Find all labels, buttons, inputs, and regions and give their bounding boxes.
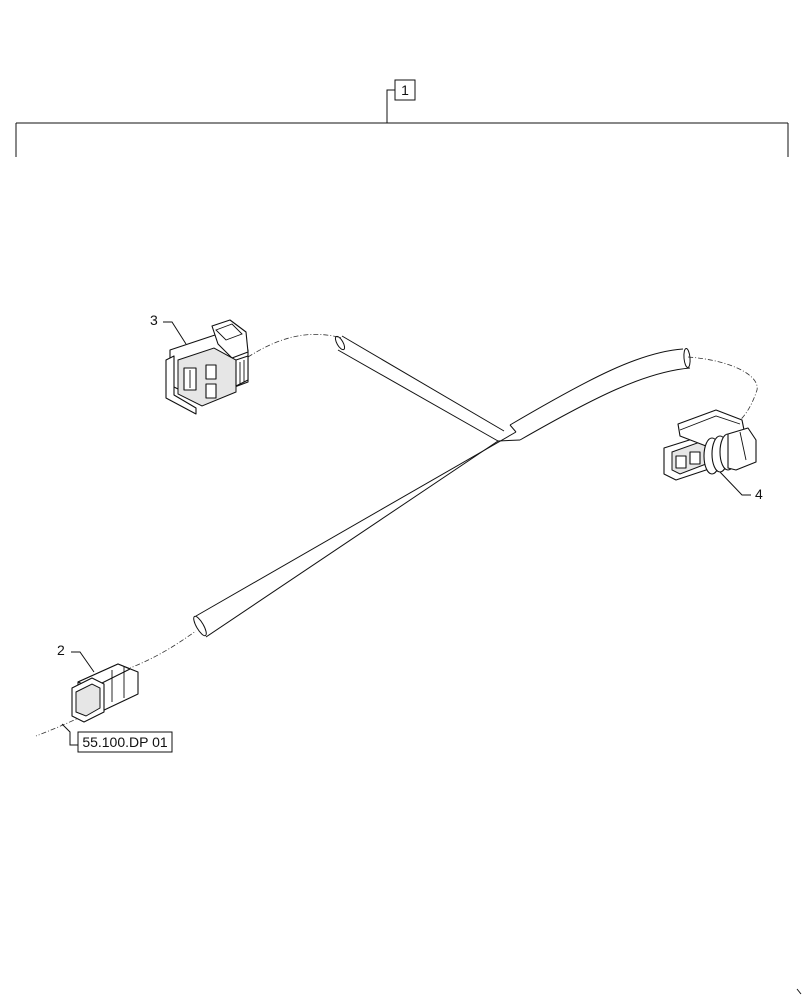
callout-2-number: 2: [57, 642, 65, 658]
connector-4[interactable]: [663, 409, 757, 481]
callout-4[interactable]: 4: [719, 471, 763, 502]
callout-3-number: 3: [150, 312, 158, 328]
callout-2-leader: [71, 651, 95, 673]
corner-mark: [796, 988, 802, 995]
callout-4-leader: [719, 471, 751, 496]
connector-3[interactable]: [165, 319, 249, 415]
callout-4-number: 4: [755, 486, 763, 502]
plug-2[interactable]: [71, 663, 139, 723]
callout-3-leader: [163, 321, 187, 345]
reference-label: 55.100.DP 01: [82, 734, 168, 750]
callout-3[interactable]: 3: [150, 312, 187, 345]
assembly-callout[interactable]: 1: [386, 79, 416, 123]
wire-harness[interactable]: [191, 335, 691, 638]
wire-routing-lines: [35, 333, 758, 737]
assembly-callout-number: 1: [401, 82, 409, 98]
reference-box: [77, 731, 173, 753]
reference-leader: [61, 723, 78, 746]
reference-callout[interactable]: 55.100.DP 01: [61, 723, 173, 753]
callout-2[interactable]: 2: [57, 642, 95, 673]
assembly-leader-line: [386, 89, 395, 123]
assembly-bracket: [15, 122, 789, 157]
